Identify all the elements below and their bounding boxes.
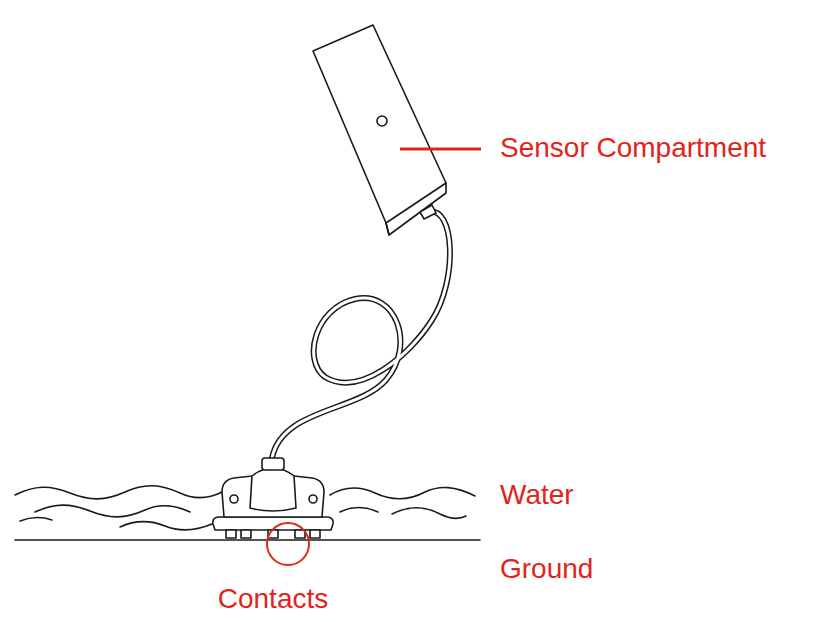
part-label: Contacts: [218, 584, 329, 615]
ground-line: [15, 539, 480, 541]
water-wave: [340, 508, 378, 513]
water-wave: [15, 486, 222, 499]
water-wave: [392, 508, 466, 518]
contact-pin: [226, 530, 236, 538]
part-label: Sensor Compartment: [500, 133, 766, 164]
water-wave: [35, 505, 190, 517]
region-label: Ground: [500, 554, 593, 585]
callout-circle: [267, 523, 309, 565]
screw-hole: [309, 495, 317, 503]
indicator-hole: [377, 116, 387, 126]
cable: [272, 212, 450, 458]
water-wave: [120, 522, 212, 530]
cable: [272, 212, 450, 458]
sensor-compartment-box: [313, 25, 446, 235]
water-wave: [20, 517, 52, 521]
contact-pin: [310, 530, 320, 538]
sensor-puck: [213, 458, 333, 538]
leader-line: [400, 148, 481, 151]
water-wave: [330, 487, 475, 498]
screw-hole: [230, 495, 238, 503]
region-label: Water: [500, 480, 574, 511]
contact-pin: [241, 530, 251, 538]
